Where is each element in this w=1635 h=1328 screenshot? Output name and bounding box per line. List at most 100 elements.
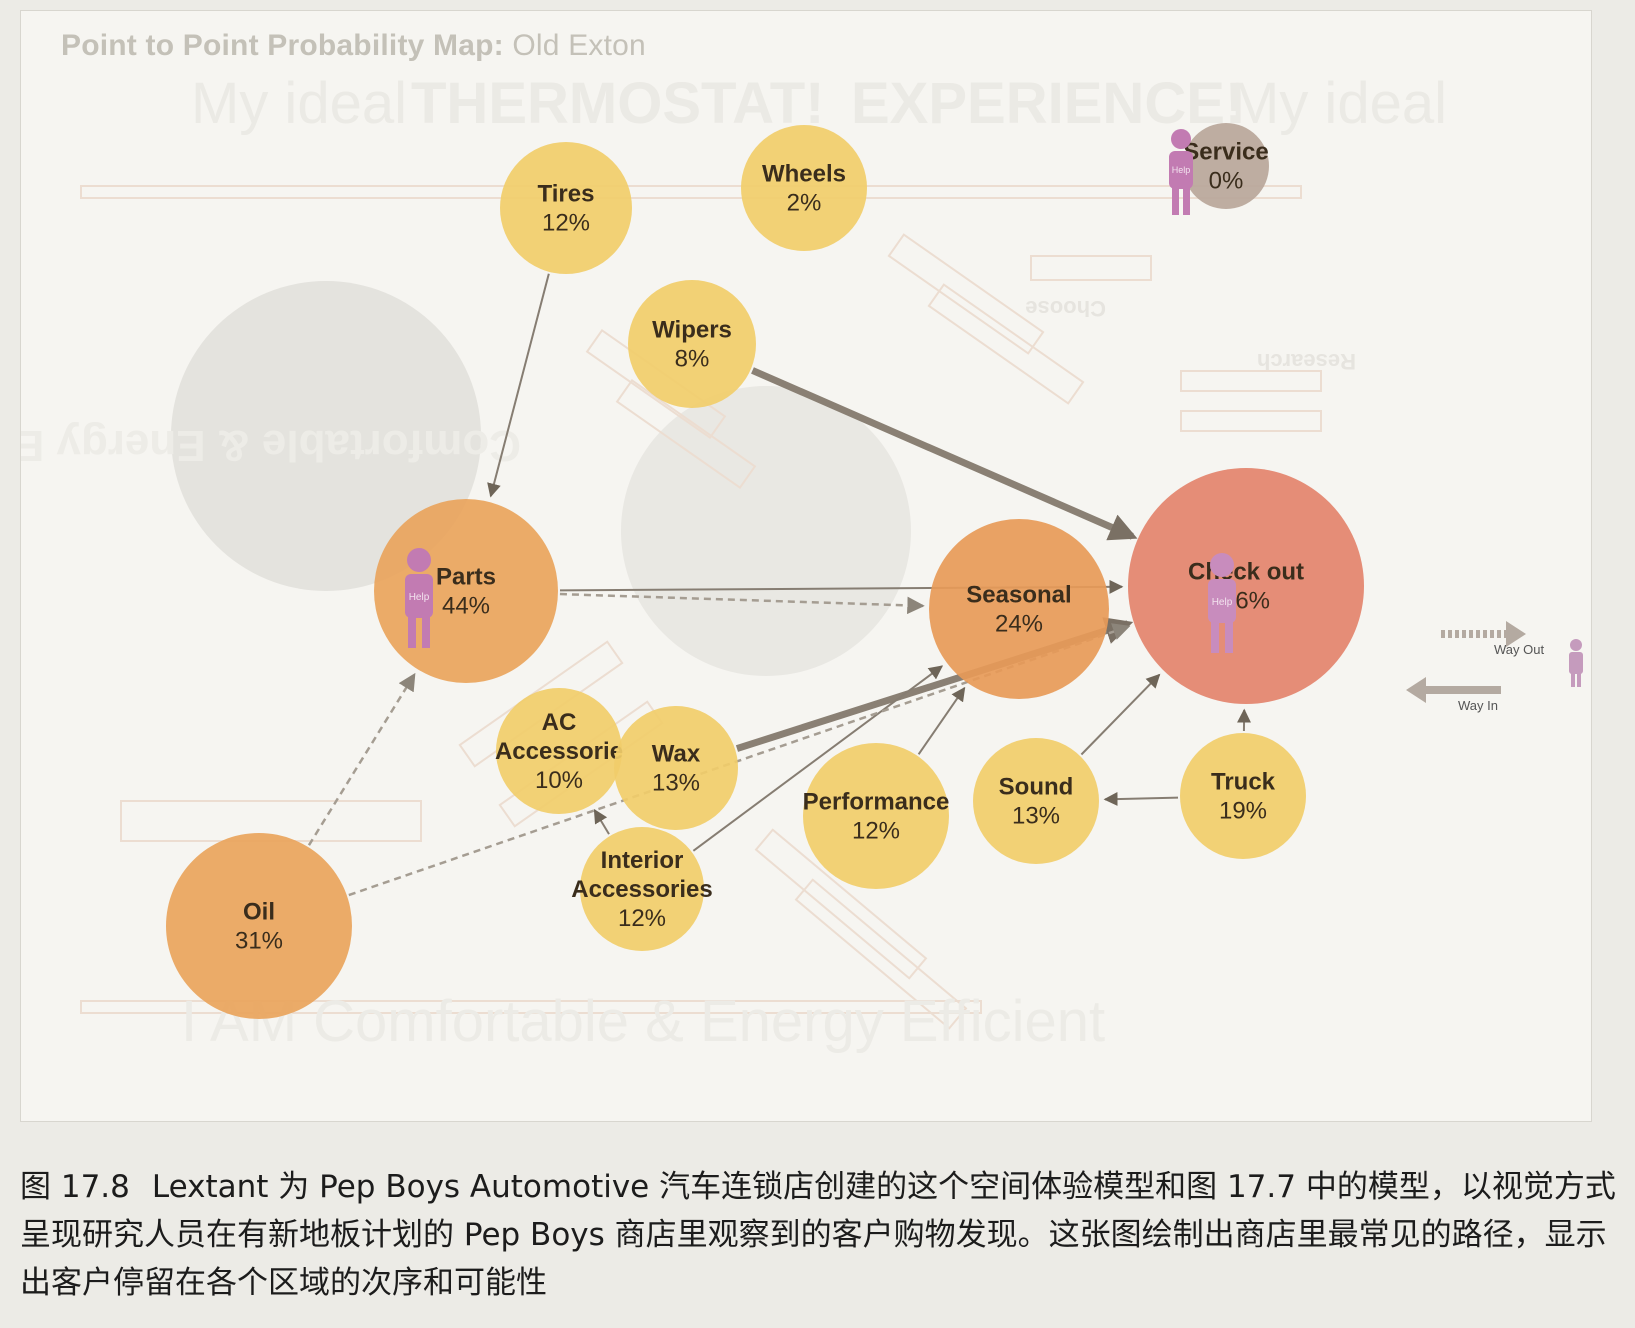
bubble-circle-wipers	[628, 280, 756, 408]
bubble-circle-wax	[614, 706, 738, 830]
path-arrow-sound-to-checkout	[1080, 673, 1161, 756]
entry-exit-legend: Way Out Way In	[1406, 621, 1583, 713]
map-title-bold: Point to Point Probability Map:	[61, 29, 504, 62]
bubble-name-interior: Interior	[601, 847, 684, 874]
bubble-pct-wipers: 8%	[675, 346, 710, 373]
bg-text-choose: Choose	[1025, 296, 1106, 321]
bubble-pct-wheels: 2%	[787, 190, 822, 217]
bubble-pct-wax: 13%	[652, 770, 700, 797]
bubble-name-oil: Oil	[243, 899, 275, 926]
help-person-icon-parts: Help	[405, 548, 433, 648]
bubble-name-ac: Accessorie	[495, 738, 623, 765]
bubble-pct-parts: 44%	[442, 593, 490, 620]
bubble-circle-service	[1183, 123, 1269, 209]
path-arrow-truck-to-sound	[1103, 792, 1179, 807]
bubble-name-checkout: Check out	[1188, 559, 1304, 586]
bubble-circle-truck	[1180, 733, 1306, 859]
figure-number: 图 17.8	[20, 1169, 130, 1205]
bubble-circle-performance	[803, 743, 949, 889]
path-arrow-oil-to-parts	[307, 672, 416, 846]
bubble-pct-interior: 12%	[618, 905, 666, 932]
bubble-pct-performance: 12%	[852, 818, 900, 845]
help-badge-text: Help	[409, 592, 430, 603]
bubble-pct-seasonal: 24%	[995, 611, 1043, 638]
bubble-circle-tires	[500, 142, 632, 274]
map-title: Point to Point Probability Map: Old Exto…	[61, 29, 646, 63]
bubble-name-wax: Wax	[652, 741, 701, 768]
bubble-name-wheels: Wheels	[762, 161, 846, 188]
bubble-pct-oil: 31%	[235, 928, 283, 955]
bubble-circle-parts	[374, 499, 558, 683]
bubble-circle-oil	[166, 833, 352, 1019]
bg-circle-left	[171, 281, 481, 591]
caption-text: Lextant 为 Pep Boys Automotive 汽车连锁店创建的这个…	[20, 1169, 1616, 1301]
bubble-name-ac: AC	[542, 709, 577, 736]
path-arrow-interior-to-ac	[593, 808, 610, 835]
bubble-name-sound: Sound	[999, 774, 1074, 801]
bg-text-research: Research	[1257, 349, 1356, 374]
bubble-name-wipers: Wipers	[652, 317, 732, 344]
bubble-pct-truck: 19%	[1219, 798, 1267, 825]
bg-text-thermostat: THERMOSTAT!	[411, 71, 824, 136]
path-arrow-interior-to-seasonal	[692, 665, 944, 852]
way-out-label: Way Out	[1494, 642, 1544, 657]
bg-text-comfortable-mirrored: Comfortable & Energy Efficient	[21, 421, 521, 470]
bg-text-comfortable: I AM Comfortable & Energy Efficient	[181, 989, 1105, 1054]
path-arrow-parts-to-seasonal	[559, 592, 925, 615]
bubble-pct-tires: 12%	[542, 210, 590, 237]
shopper-person-icon	[1569, 639, 1583, 687]
bubble-name-seasonal: Seasonal	[966, 582, 1071, 609]
way-in-label: Way In	[1458, 698, 1498, 713]
bubble-name-interior: Accessories	[571, 876, 712, 903]
bubble-name-parts: Parts	[436, 564, 496, 591]
path-arrow-tires-to-parts	[487, 273, 550, 498]
path-arrow-wipers-to-checkout	[751, 367, 1138, 541]
probability-map-figure: My ideal THERMOSTAT! EXPERIENCE! My idea…	[20, 10, 1592, 1122]
help-person-icon-service: Help	[1169, 129, 1193, 215]
bubble-name-performance: Performance	[803, 789, 950, 816]
help-person-icon-checkout: Help	[1208, 553, 1236, 653]
bubble-circle-checkout	[1128, 468, 1364, 704]
bubble-name-truck: Truck	[1211, 769, 1276, 796]
way-in-arrowhead	[1406, 677, 1426, 703]
map-title-location: Old Exton	[512, 29, 646, 62]
bubble-name-tires: Tires	[538, 181, 595, 208]
bubble-name-service: Service	[1183, 139, 1268, 166]
bubble-pct-ac: 10%	[535, 767, 583, 794]
bg-text-my-ideal-right: My ideal	[1231, 71, 1447, 136]
bubble-circle-seasonal	[929, 519, 1109, 699]
bubble-circle-ac	[496, 688, 622, 814]
bubble-circle-interior	[580, 827, 704, 951]
way-out-arrowhead	[1506, 621, 1526, 647]
help-badge-text: Help	[1172, 165, 1191, 175]
